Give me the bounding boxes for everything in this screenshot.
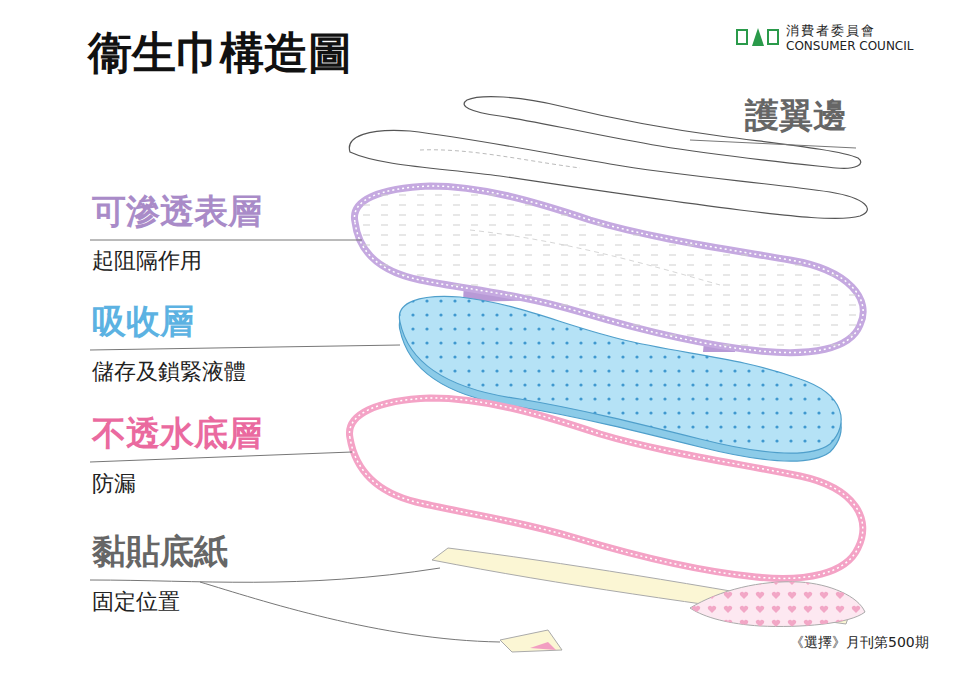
part-function: 儲存及鎖緊液體 bbox=[92, 359, 246, 384]
base-layer bbox=[350, 398, 863, 578]
logo-english: CONSUMER COUNCIL bbox=[786, 40, 913, 54]
diagram-title: 衞生巾構造圖 bbox=[88, 28, 352, 79]
part-name: 吸收層 bbox=[92, 302, 194, 341]
part-name: 可滲透表層 bbox=[92, 192, 262, 231]
leader-lines bbox=[90, 140, 856, 642]
source-caption: 《選擇》月刊第500期 bbox=[790, 634, 929, 650]
logo-chinese: 消費者委員會 bbox=[786, 24, 876, 39]
part-function: 固定位置 bbox=[92, 589, 180, 614]
part-name: 護翼邊 bbox=[745, 96, 847, 135]
part-name: 黏貼底紙 bbox=[92, 532, 228, 571]
part-function: 防漏 bbox=[92, 471, 136, 496]
part-function: 起阻隔作用 bbox=[92, 248, 202, 273]
part-name: 不透水底層 bbox=[92, 414, 262, 453]
logo-icon bbox=[737, 28, 778, 46]
